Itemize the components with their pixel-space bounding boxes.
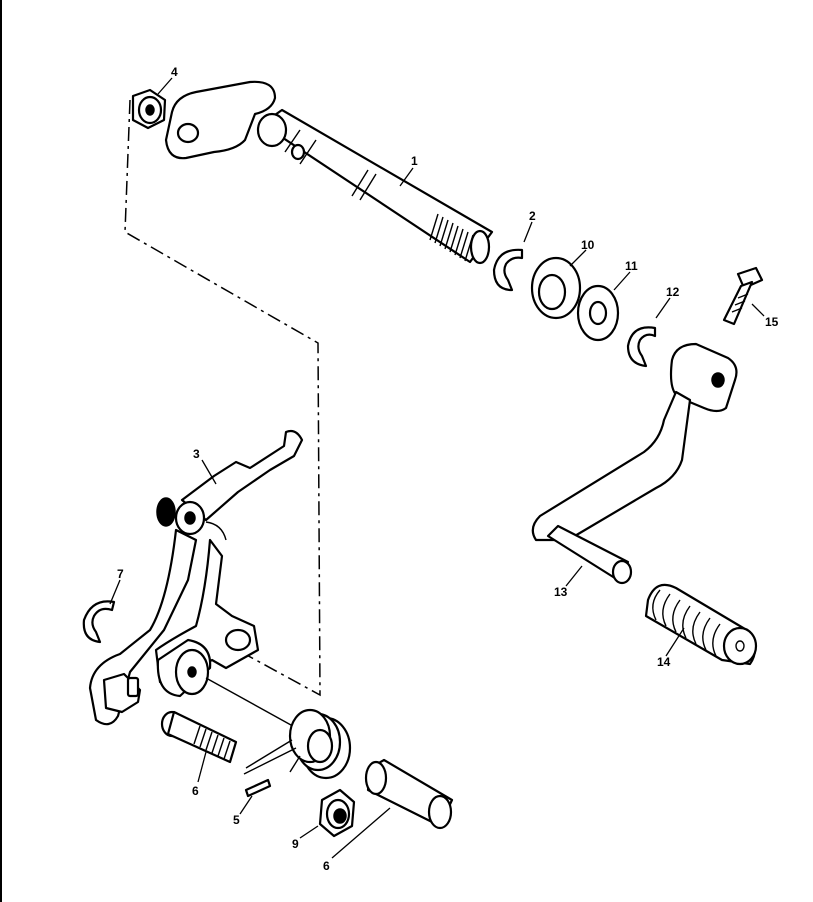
callout-6b: 6 bbox=[323, 859, 330, 873]
part-10-seal-washer bbox=[530, 256, 582, 320]
part-2-e-clip bbox=[492, 248, 524, 292]
part-11-flat-washer bbox=[576, 284, 620, 342]
callout-13: 13 bbox=[554, 585, 568, 599]
callout-1: 1 bbox=[411, 154, 418, 168]
callout-3: 3 bbox=[193, 447, 200, 461]
part-4-nut bbox=[131, 88, 167, 130]
callout-7: 7 bbox=[117, 567, 124, 581]
part-7-e-clip bbox=[82, 600, 116, 644]
part-14-rubber-grip bbox=[644, 583, 758, 666]
callout-2: 2 bbox=[529, 209, 536, 223]
part-3-shift-arm bbox=[156, 429, 304, 541]
leader-lines bbox=[109, 77, 765, 859]
part-15-bolt bbox=[722, 266, 764, 326]
pivot-axis-line bbox=[205, 677, 301, 731]
callout-12: 12 bbox=[666, 285, 680, 299]
callout-9: 9 bbox=[292, 837, 299, 851]
callout-15: 15 bbox=[765, 315, 779, 329]
callout-4: 4 bbox=[171, 65, 178, 79]
part-6-collar bbox=[364, 758, 454, 830]
part-6-threaded-stud bbox=[160, 710, 238, 764]
callout-10: 10 bbox=[581, 238, 595, 252]
callout-5: 5 bbox=[233, 813, 240, 827]
return-spring bbox=[243, 708, 352, 780]
shaft-splines bbox=[429, 213, 474, 262]
callout-11: 11 bbox=[625, 259, 638, 273]
part-1-shift-shaft bbox=[164, 80, 494, 265]
callout-6a: 6 bbox=[192, 784, 199, 798]
part-5-pin bbox=[244, 778, 272, 798]
assembly-guide-line bbox=[124, 99, 321, 697]
shift-lever-plate bbox=[88, 528, 260, 726]
callout-14: 14 bbox=[657, 655, 671, 669]
part-9-hex-nut bbox=[318, 788, 356, 838]
part-13-shift-pedal bbox=[531, 342, 738, 585]
part-12-e-clip bbox=[626, 326, 657, 368]
